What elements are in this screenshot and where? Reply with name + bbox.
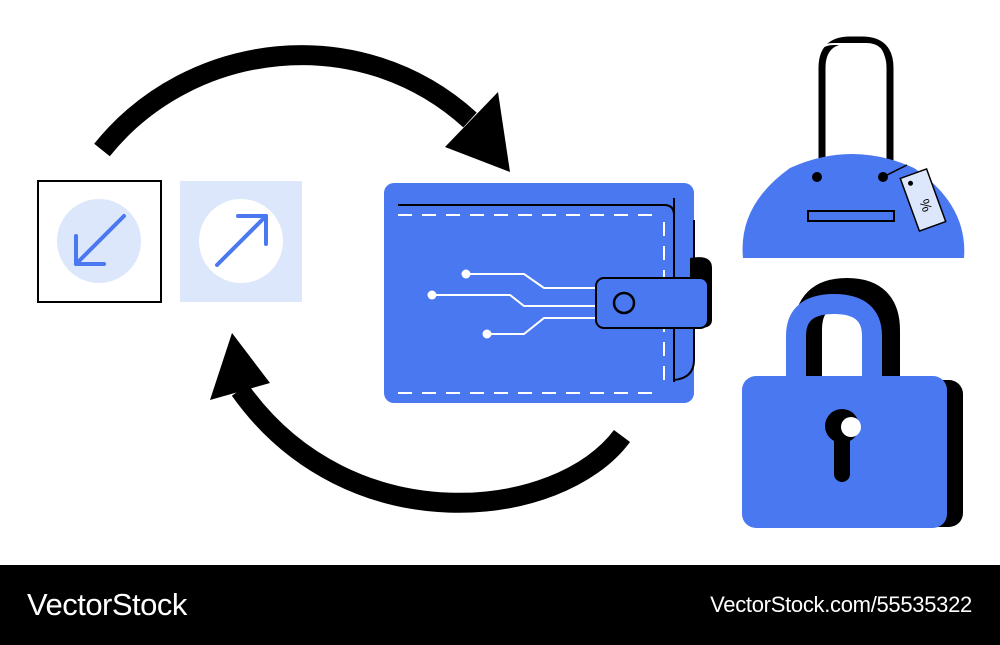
brand-logo: VectorStock <box>27 587 187 622</box>
price-tag-icon: % <box>882 164 947 233</box>
circuit-traces <box>432 273 600 335</box>
image-credit: VectorStock.com/55535322 <box>710 592 972 617</box>
cycle-arrow-bottom-icon <box>210 333 631 513</box>
illustration-canvas: % <box>37 36 965 528</box>
arrow-down-left-icon <box>37 180 162 303</box>
cycle-arrow-top-icon <box>94 45 510 172</box>
padlock-icon <box>742 277 963 528</box>
arrow-up-right-icon <box>180 181 302 302</box>
digital-wallet-icon <box>384 183 712 403</box>
shopping-bag-icon: % <box>742 36 965 258</box>
footer-bar: VectorStock VectorStock.com/55535322 <box>0 565 1000 645</box>
price-tag-label: % <box>916 197 935 214</box>
